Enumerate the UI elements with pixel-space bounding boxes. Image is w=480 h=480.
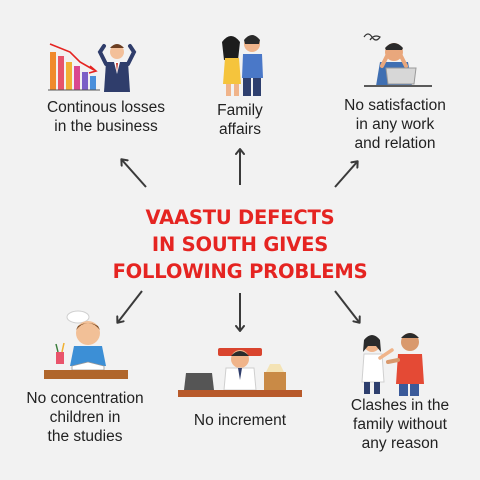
label-increment-line1: No increment	[193, 412, 287, 429]
worried-businessman	[97, 44, 137, 92]
arrow-to-losses	[120, 158, 147, 188]
label-losses-line1: Continous losses	[46, 99, 166, 116]
laptop	[184, 373, 214, 390]
label-losses: Continous losses in the business	[18, 98, 194, 136]
label-satisfaction-line1: No satisfaction	[344, 97, 446, 114]
label-clashes-line2: family without	[353, 416, 447, 433]
label-concentration: No concentration children in the studies	[6, 389, 164, 446]
label-clashes-line1: Clashes in the	[350, 397, 450, 414]
label-satisfaction-line2: in any work	[355, 116, 435, 133]
arrow-to-satisfaction	[334, 160, 359, 188]
label-increment: No increment	[180, 411, 300, 430]
label-family-line2: affairs	[219, 121, 261, 138]
laptop	[385, 67, 417, 85]
label-clashes-line3: any reason	[361, 435, 439, 452]
label-concentration-line1: No concentration	[26, 390, 144, 407]
man	[242, 35, 263, 96]
label-satisfaction: No satisfaction in any work and relation	[320, 96, 470, 153]
arguing-woman	[361, 335, 394, 394]
declining-bars	[48, 43, 100, 91]
study-desk	[44, 370, 128, 379]
center-title: VAASTU DEFECTS IN SOUTH GIVES FOLLOWING …	[90, 204, 390, 285]
label-family: Family affairs	[190, 101, 290, 139]
arguing-man	[386, 333, 424, 396]
pencil-cup	[56, 352, 64, 364]
center-title-line3: FOLLOWING PROBLEMS	[112, 260, 368, 283]
label-family-line1: Family	[217, 102, 263, 119]
document-box	[264, 372, 286, 390]
office-desk	[178, 390, 302, 397]
center-title-line2: IN SOUTH GIVES	[151, 233, 329, 256]
label-concentration-line3: the studies	[47, 428, 123, 445]
label-satisfaction-line3: and relation	[354, 135, 436, 152]
arrow-to-clashes	[334, 290, 361, 324]
stress-scribble	[363, 33, 381, 41]
label-losses-line2: in the business	[54, 118, 158, 135]
arrow-to-concentration	[116, 290, 143, 324]
thought-bubble	[66, 310, 90, 324]
woman	[222, 36, 241, 96]
label-concentration-line2: children in	[49, 409, 121, 426]
label-clashes: Clashes in the family without any reason	[330, 396, 470, 453]
center-title-line1: VAASTU DEFECTS	[145, 206, 335, 229]
open-book	[71, 361, 105, 371]
